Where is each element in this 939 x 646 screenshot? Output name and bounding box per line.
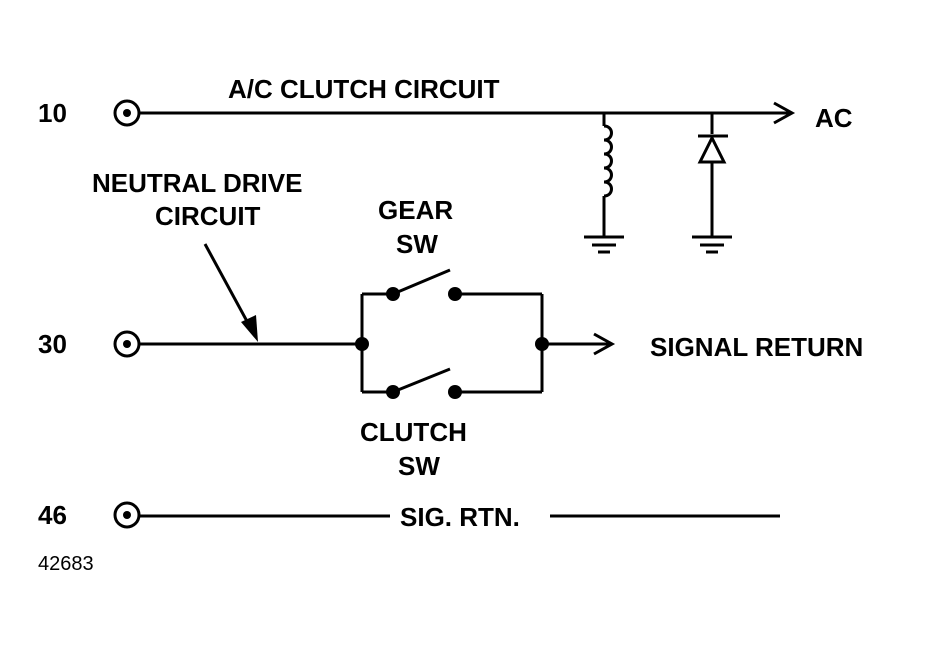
clutch-sw-label-line2: SW (398, 451, 440, 481)
gear-sw-label-line1: GEAR (378, 195, 453, 225)
gear-sw-label-line2: SW (396, 229, 438, 259)
signal-return-label: SIGNAL RETURN (650, 332, 863, 362)
clutch-switch-icon (386, 367, 462, 399)
leader-arrow-icon (241, 315, 258, 342)
signal-return-arrow-icon (593, 332, 616, 356)
clutch-sw-label-line1: CLUTCH (360, 417, 467, 447)
switch-network (355, 292, 549, 394)
coil-icon (602, 113, 613, 236)
ac-clutch-circuit-label: A/C CLUTCH CIRCUIT (228, 74, 500, 104)
ground-icon (692, 235, 732, 254)
pin-30-terminal (113, 330, 141, 358)
pin-10-label: 10 (38, 98, 67, 128)
diode-icon (697, 113, 728, 236)
ground-icon (584, 235, 624, 254)
neutral-drive-label-line1: NEUTRAL DRIVE (92, 168, 302, 198)
pin-30-label: 30 (38, 329, 67, 359)
pin-46-terminal (113, 501, 141, 529)
ac-label: AC (815, 103, 853, 133)
figure-number: 42683 (38, 553, 94, 575)
sig-rtn-label: SIG. RTN. (400, 502, 520, 532)
pin-46-label: 46 (38, 500, 67, 530)
ac-arrow-icon (773, 101, 796, 125)
gear-switch-icon (386, 268, 462, 301)
pin-10-terminal (113, 99, 141, 127)
neutral-drive-label-line2: CIRCUIT (155, 201, 261, 231)
